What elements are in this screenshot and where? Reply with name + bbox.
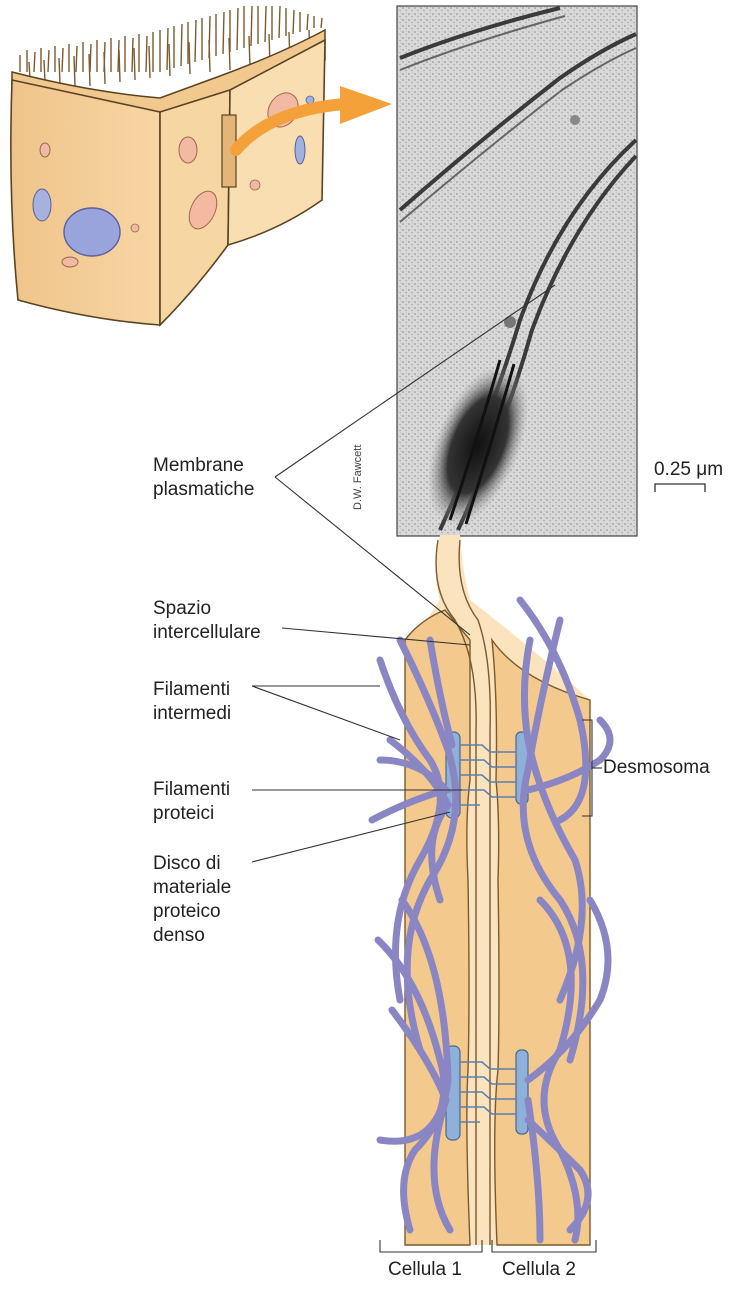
label-intermediate-filaments-line2: intermedi	[153, 702, 231, 726]
label-membranes-line1: Membrane	[153, 454, 254, 478]
label-dense-protein-disc-line1: Disco di	[153, 852, 231, 876]
label-protein-filaments-line1: Filamenti	[153, 778, 230, 802]
label-intercellular-space-line1: Spazio	[153, 597, 261, 621]
label-cell-1: Cellula 1	[388, 1258, 462, 1282]
scale-bar	[655, 484, 705, 492]
label-intermediate-filaments: Filamenti intermedi	[153, 678, 231, 726]
label-protein-filaments: Filamenti proteici	[153, 778, 230, 826]
label-intercellular-space: Spazio intercellulare	[153, 597, 261, 645]
label-dense-protein-disc-line4: denso	[153, 924, 231, 948]
epithelial-cells-illustration	[11, 6, 325, 325]
photo-credit: D.W. Fawcett	[352, 445, 364, 510]
electron-micrograph	[397, 6, 637, 540]
label-dense-protein-disc: Disco di materiale proteico denso	[153, 852, 231, 948]
label-cell-2: Cellula 2	[502, 1258, 576, 1282]
label-membranes: Membrane plasmatiche	[153, 454, 254, 502]
label-intercellular-space-line2: intercellulare	[153, 621, 261, 645]
label-scale-bar: 0.25 μm	[654, 458, 723, 482]
label-protein-filaments-line2: proteici	[153, 802, 230, 826]
nucleus	[64, 208, 120, 256]
desmosome-enlargement	[372, 535, 610, 1245]
label-desmosome: Desmosoma	[603, 756, 710, 780]
label-dense-protein-disc-line3: proteico	[153, 900, 231, 924]
label-dense-protein-disc-line2: materiale	[153, 876, 231, 900]
label-intermediate-filaments-line1: Filamenti	[153, 678, 231, 702]
label-membranes-line2: plasmatiche	[153, 478, 254, 502]
